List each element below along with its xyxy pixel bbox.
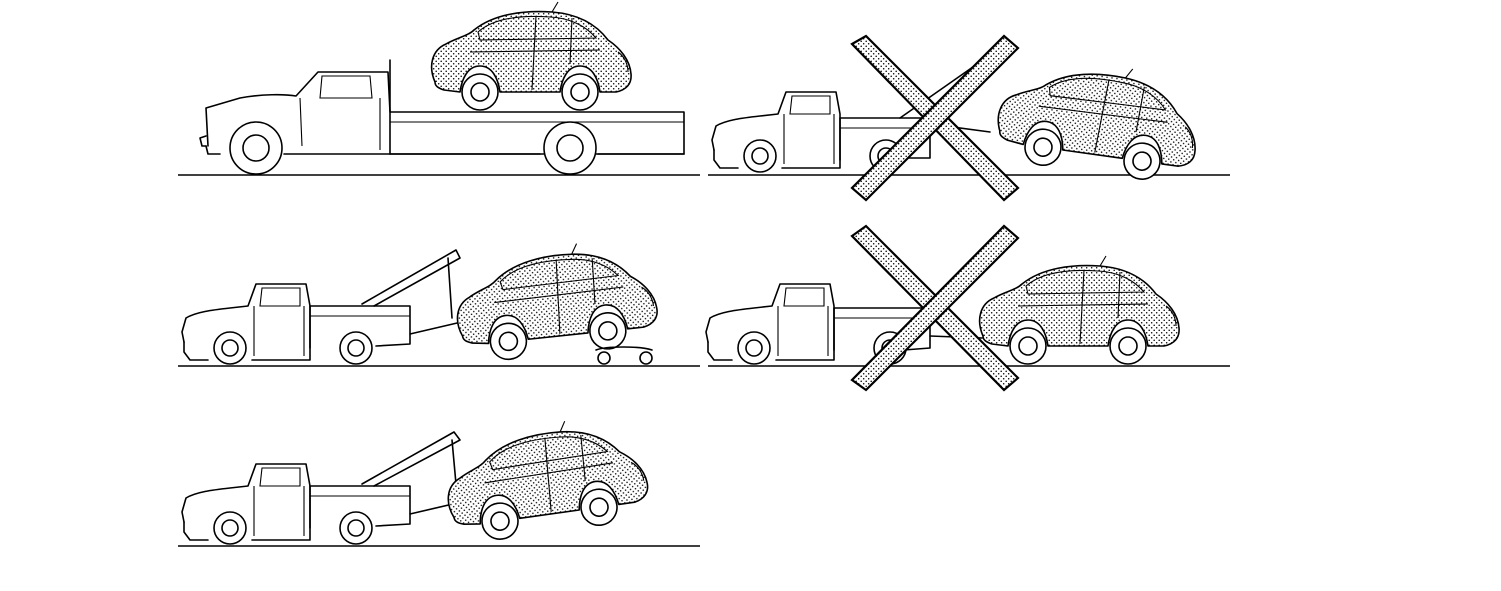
towed-car [450,235,662,366]
x-cross-icon [850,224,1020,392]
flatbed-truck [199,59,685,175]
panel-wrecker-front-lift [181,410,653,547]
towed-car [438,410,653,547]
wrecker-truck [181,249,471,365]
towed-car [978,255,1180,365]
panel-flatbed [199,1,685,175]
panel-sling-tow-prohibited [711,34,1206,202]
wrecker-truck [181,431,471,545]
panel-tow-bar-prohibited [705,224,1180,392]
panel-wrecker-dolly [181,235,662,366]
x-cross-icon [850,34,1020,202]
towed-car [991,50,1206,187]
wheel-dolly [595,346,653,365]
towed-car [430,1,632,111]
